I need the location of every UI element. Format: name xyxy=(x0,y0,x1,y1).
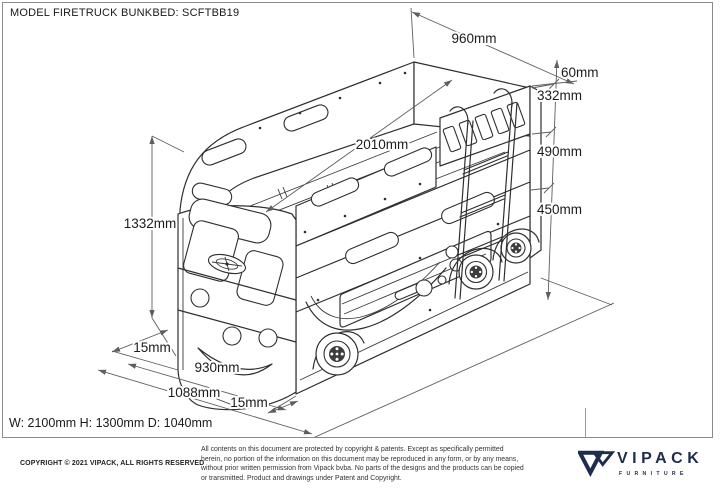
vipack-logo-icon xyxy=(578,450,616,477)
dim-2010-label: 2010mm xyxy=(356,137,409,152)
copyright-notice: COPYRIGHT © 2021 VIPACK, ALL RIGHTS RESE… xyxy=(20,460,205,467)
rear-near-wheel xyxy=(458,254,494,290)
front-wheel xyxy=(315,332,359,376)
windshield-right xyxy=(236,250,284,306)
dim-1088-label: 1088mm xyxy=(168,385,221,400)
dim-60-label: 60mm xyxy=(561,65,599,80)
vipack-logo: VIPACK FURNITURE xyxy=(576,444,708,488)
titleblock-divider xyxy=(585,408,586,437)
overall-dimensions: W: 2100mm H: 1300mm D: 1040mm xyxy=(9,416,213,430)
dim-15-bottom-label: 15mm xyxy=(230,395,268,410)
headlight-left xyxy=(222,326,242,346)
side-light xyxy=(190,288,210,308)
dim-930-label: 930mm xyxy=(194,360,239,375)
dim-490-label: 490mm xyxy=(537,144,582,159)
dim-15-front-label: 15mm xyxy=(133,340,171,355)
brand-name: VIPACK xyxy=(617,450,704,467)
brand-tagline: FURNITURE xyxy=(619,471,688,477)
legal-text: All contents on this document are protec… xyxy=(201,446,524,482)
dim-1332-label: 1332mm xyxy=(124,216,177,231)
headlight-right xyxy=(258,328,278,348)
footer: COPYRIGHT © 2021 VIPACK, ALL RIGHTS RESE… xyxy=(2,437,713,492)
dim-960-label: 960mm xyxy=(451,31,496,46)
dimension-labels: 960mm 60mm 332mm 2010mm 490mm 450mm 1332… xyxy=(122,29,601,412)
truck-body xyxy=(177,61,542,411)
dimension-lines xyxy=(97,7,615,438)
page-title: MODEL FIRETRUCK BUNKBED: SCFTBB19 xyxy=(10,7,240,19)
truck-front xyxy=(177,198,297,411)
bunkbed-isometric-drawing: 960mm 60mm 332mm 2010mm 490mm 450mm 1332… xyxy=(97,7,615,438)
dim-450-label: 450mm xyxy=(537,202,582,217)
dim-332-label: 332mm xyxy=(537,88,582,103)
rear-far-wheel xyxy=(500,232,532,264)
steering-wheel xyxy=(207,253,247,275)
